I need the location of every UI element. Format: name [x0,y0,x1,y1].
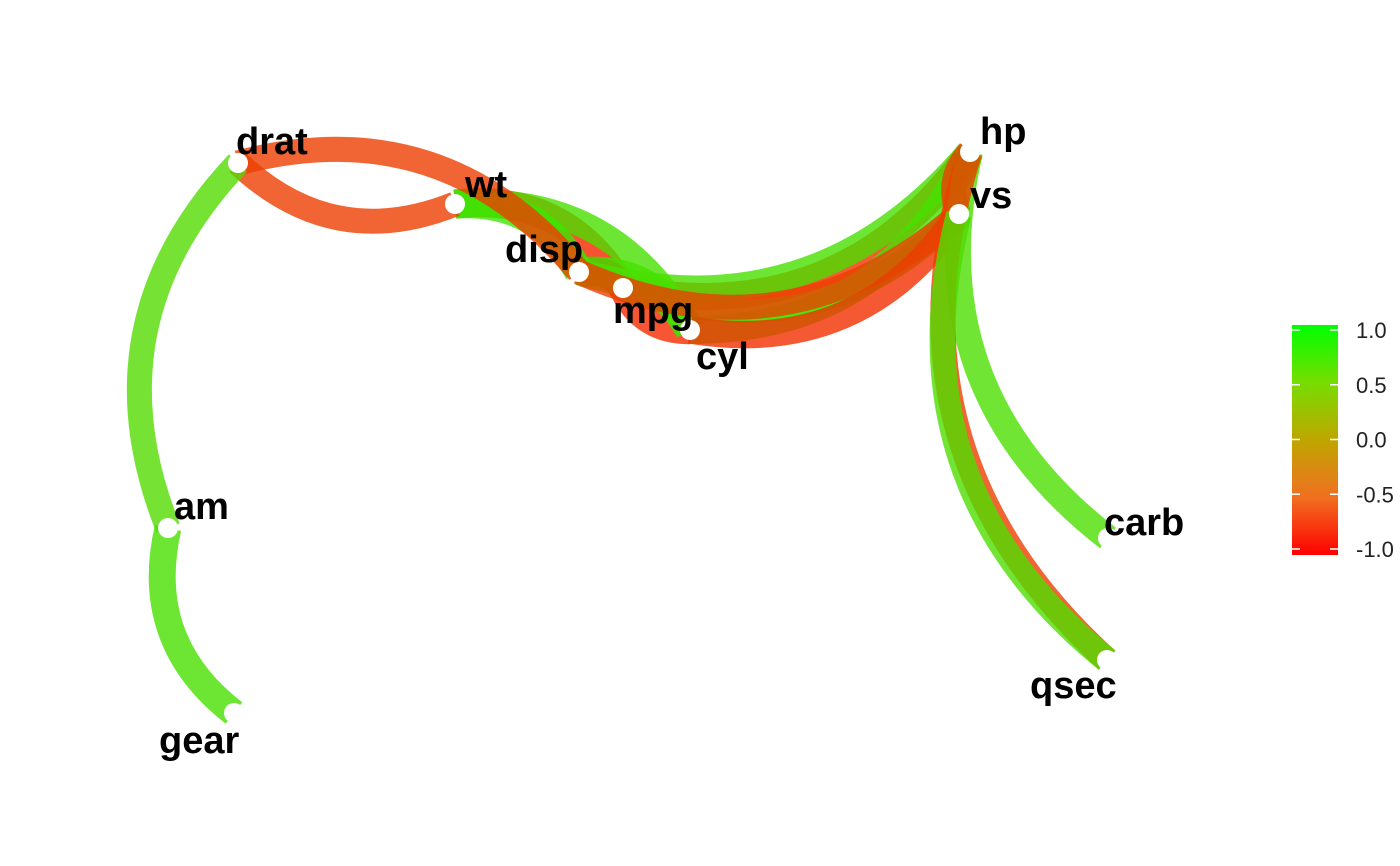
node-label-vs: vs [970,175,1012,217]
node-label-qsec: qsec [1030,665,1117,707]
node-label-hp: hp [980,111,1026,153]
node-label-mpg: mpg [613,290,693,332]
edge-drat-wt [229,153,460,234]
legend-tick-label: 1.0 [1356,318,1387,343]
edge-disp-vs [573,204,968,320]
legend-tick-label: -1.0 [1356,537,1394,562]
node-vs [949,204,969,224]
node-label-cyl: cyl [696,336,749,378]
edge-disp-drat [234,136,589,280]
node-hp [960,142,980,162]
node-label-am: am [174,486,229,528]
edges-layer [126,136,1116,724]
node-label-drat: drat [236,121,308,163]
nodes-layer [158,142,1118,723]
node-qsec [1097,650,1117,670]
node-mpg [613,278,633,298]
edge-vs-qsec [929,210,1116,671]
legend-tick-label: 0.0 [1356,428,1387,453]
legend-tick-label: -0.5 [1356,482,1394,507]
node-label-wt: wt [464,164,508,206]
node-gear [224,703,244,723]
node-drat [228,153,248,173]
edge-am-gear [148,524,243,724]
node-label-disp: disp [505,229,583,271]
node-disp [569,262,589,282]
edge-drat-am [126,154,248,533]
node-cyl [680,320,700,340]
color-legend: 1.0 0.5 0.0 -0.5 -1.0 [1292,318,1394,562]
node-am [158,518,178,538]
node-wt [445,194,465,214]
legend-tick-label: 0.5 [1356,373,1387,398]
node-carb [1098,528,1118,548]
node-label-gear: gear [159,720,239,762]
node-label-carb: carb [1104,502,1184,544]
